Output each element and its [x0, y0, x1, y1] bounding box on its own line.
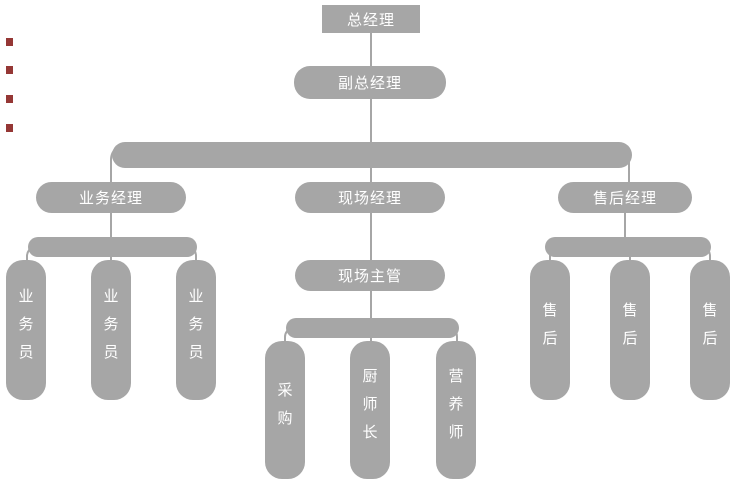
connector-bar-top — [112, 142, 632, 168]
node-aftersales-2: 售后 — [610, 260, 650, 400]
red-marker — [6, 95, 13, 103]
node-aftersales-3: 售后 — [690, 260, 730, 400]
red-marker — [6, 38, 13, 46]
node-site-supervisor: 现场主管 — [295, 260, 445, 291]
connector-bar-business — [28, 237, 197, 257]
node-aftersales-1: 售后 — [530, 260, 570, 400]
red-marker — [6, 66, 13, 74]
connector-bar-site — [286, 318, 459, 338]
node-procurement: 采购 — [265, 341, 305, 479]
node-business-manager: 业务经理 — [36, 182, 186, 213]
node-salesperson-1: 业务员 — [6, 260, 46, 400]
node-head-chef: 厨师长 — [350, 341, 390, 479]
node-aftersales-manager: 售后经理 — [558, 182, 692, 213]
node-general-manager: 总经理 — [322, 5, 420, 33]
node-deputy-general-manager: 副总经理 — [294, 66, 446, 99]
connector-bar-aftersales — [545, 237, 711, 257]
node-site-manager: 现场经理 — [295, 182, 445, 213]
node-salesperson-2: 业务员 — [91, 260, 131, 400]
red-marker — [6, 124, 13, 132]
node-salesperson-3: 业务员 — [176, 260, 216, 400]
node-nutritionist: 营养师 — [436, 341, 476, 479]
